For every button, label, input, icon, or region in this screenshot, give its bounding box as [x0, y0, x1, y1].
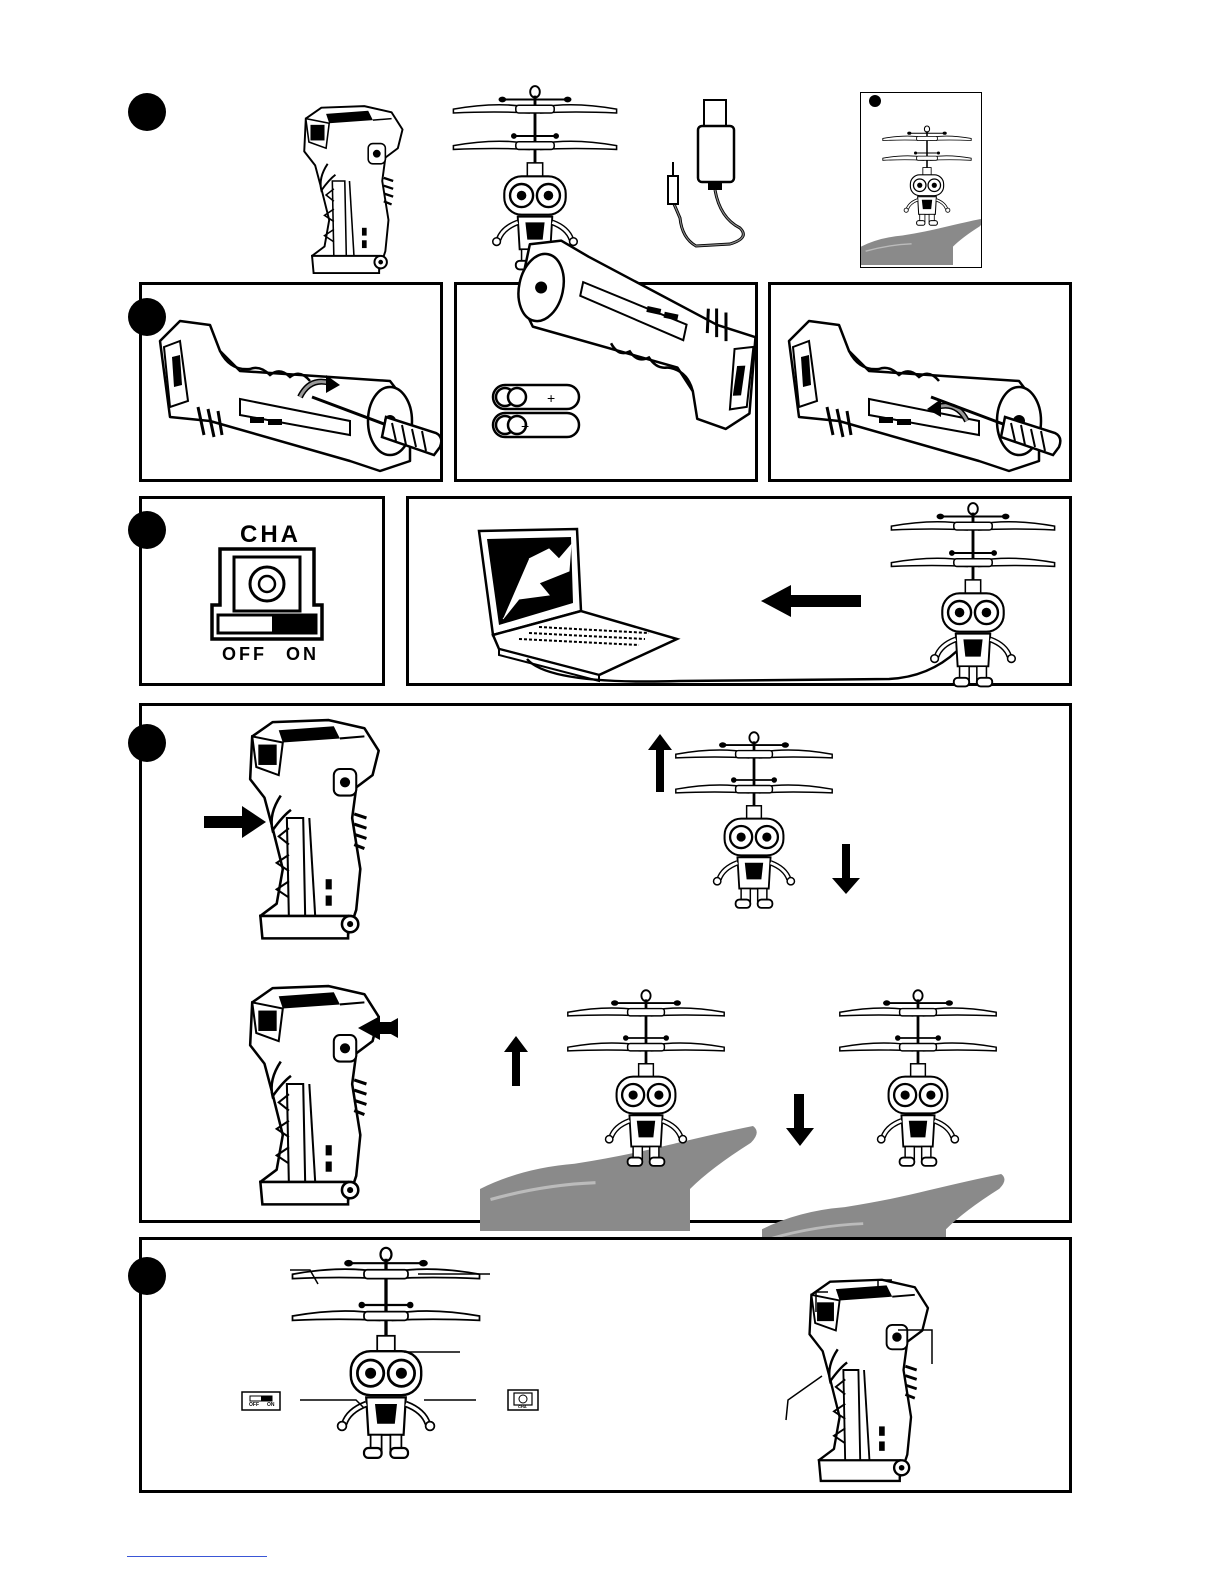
switch-on-label: ON: [286, 644, 319, 665]
step-1-marker: [128, 93, 166, 131]
step-5-marker: [128, 1257, 166, 1295]
svg-text:+: +: [547, 390, 555, 406]
step-4-panel: [139, 703, 1072, 1223]
step-5-panel: OFF ON CHA: [139, 1237, 1072, 1493]
usb-cable-icon: [660, 98, 760, 258]
step-3-panel-switch: CHA OFF ON: [139, 496, 385, 686]
svg-text:+: +: [521, 418, 529, 434]
switch-title: CHA: [240, 521, 301, 549]
step-2-marker: [128, 298, 166, 336]
mini-switch-on-label: ON: [267, 1402, 275, 1408]
step-2-panel-batteries: + +: [454, 282, 758, 482]
channel-switch: [210, 547, 324, 641]
mini-switch-off-label: OFF: [249, 1402, 259, 1408]
laptop-icon: [479, 529, 677, 681]
battery-icon: + +: [457, 285, 757, 481]
footer-link-underline: [127, 1556, 267, 1557]
mini-cha-label: CHA: [518, 1404, 527, 1409]
step-4-marker: [128, 724, 166, 762]
switch-off-label: OFF: [222, 644, 267, 665]
step-3-marker: [128, 511, 166, 549]
step-2-panel-open: [139, 282, 443, 482]
step-2-panel-close: [768, 282, 1072, 482]
manual-booklet-icon: [860, 92, 982, 268]
step-3-panel-charging: [406, 496, 1072, 686]
